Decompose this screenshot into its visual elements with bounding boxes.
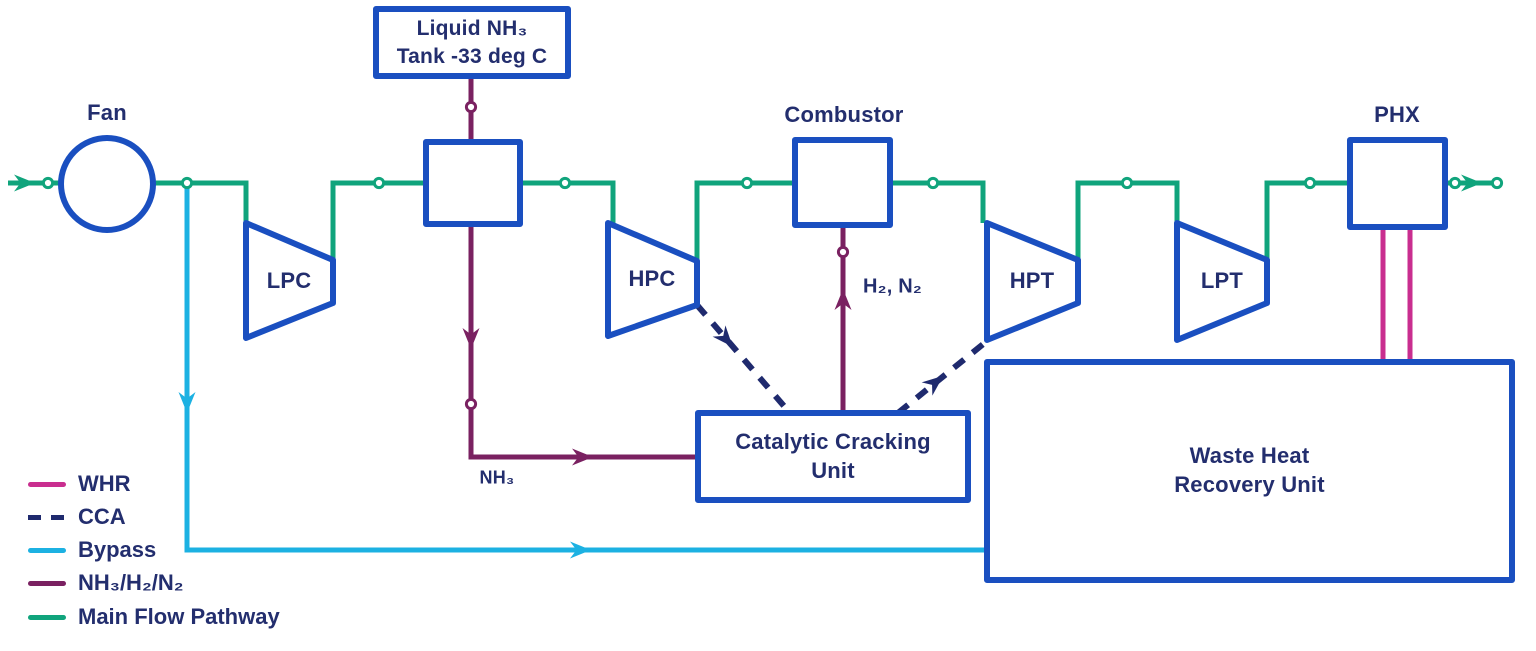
legend-label-cca: CCA (78, 504, 126, 529)
junction-node (1490, 176, 1504, 190)
junction-node (372, 176, 386, 190)
fan-symbol (58, 135, 156, 233)
hpt-symbol (984, 220, 1081, 343)
whru-label-line1: Waste Heat (1189, 443, 1310, 469)
junction-node (1448, 176, 1462, 190)
fan-label: Fan (87, 100, 127, 125)
combustor-box (792, 137, 893, 228)
lpt-symbol (1174, 220, 1270, 343)
legend-item-bypass: Bypass (28, 537, 156, 563)
legend-item-whr: WHR (28, 471, 131, 497)
whr-lines (1380, 227, 1413, 362)
legend-swatch-nh3 (28, 580, 66, 586)
junction-node (1303, 176, 1317, 190)
legend-item-main-flow: Main Flow Pathway (28, 604, 280, 630)
nh3-tank-label-line2: Tank -33 deg C (396, 44, 548, 68)
legend-swatch-bypass (28, 547, 66, 553)
nh3-tank-label: Liquid NH₃ Tank -33 deg C (376, 9, 568, 76)
exhaust-arrow (1461, 174, 1482, 192)
nh3-stream-label: NH₃ (479, 467, 515, 488)
lpc-symbol (243, 220, 336, 341)
legend-item-cca: CCA (28, 504, 126, 530)
main-flow-line (8, 180, 1497, 261)
junction-node (464, 397, 478, 411)
fuel-heater-box (423, 139, 523, 227)
legend-label-nh3: NH₃/H₂/N₂ (78, 570, 184, 595)
whru-label-line2: Recovery Unit (1174, 472, 1325, 497)
hpc-label: HPC (628, 266, 676, 291)
legend-swatch-whr (28, 481, 66, 487)
bypass-right-arrow (570, 541, 591, 559)
junction-node (41, 176, 55, 190)
legend-label-bypass: Bypass (78, 537, 157, 562)
legend-swatch-cca (28, 514, 66, 520)
bypass-down-arrow (178, 392, 196, 413)
ccu-label-line2: Unit (811, 457, 855, 483)
lpt-label: LPT (1200, 268, 1244, 293)
catalytic-cracking-unit-box (695, 410, 971, 503)
legend-item-nh3: NH₃/H₂/N₂ (28, 570, 184, 596)
junction-node (926, 176, 940, 190)
h2n2-up-arrow (834, 289, 852, 310)
catalytic-cracking-unit-label: Catalytic Cracking Unit (698, 413, 968, 500)
junction-node (1120, 176, 1134, 190)
combustor-label: Combustor (784, 102, 904, 127)
legend-swatch-main-flow (28, 614, 66, 620)
cca-arrow-to-hpt (921, 375, 944, 396)
phx-label: PHX (1374, 102, 1420, 127)
hpc-symbol (605, 220, 700, 339)
inlet-arrow (14, 174, 35, 192)
waste-heat-recovery-unit-label: Waste Heat Recovery Unit (987, 362, 1512, 580)
bypass-line (184, 183, 987, 553)
junction-node (464, 100, 478, 114)
phx-box (1347, 137, 1448, 230)
lpc-label: LPC (266, 268, 312, 293)
hpt-label: HPT (1009, 268, 1055, 293)
cca-arrow-to-ccu (712, 325, 733, 347)
legend-label-main-flow: Main Flow Pathway (78, 604, 280, 629)
ccu-label-line1: Catalytic Cracking (735, 428, 931, 454)
nh3-tank-box (373, 6, 571, 79)
waste-heat-recovery-unit-box (984, 359, 1515, 583)
nh3-right-arrow (572, 448, 593, 466)
nh3-down-arrow (462, 328, 480, 349)
nh3-tank-label-line1: Liquid NH₃ (416, 17, 528, 41)
junction-node (558, 176, 572, 190)
h2-n2-stream-label: H₂, N₂ (863, 275, 922, 298)
legend-label-whr: WHR (78, 471, 131, 496)
junction-node (740, 176, 754, 190)
junction-node (180, 176, 194, 190)
junction-node (836, 245, 850, 259)
